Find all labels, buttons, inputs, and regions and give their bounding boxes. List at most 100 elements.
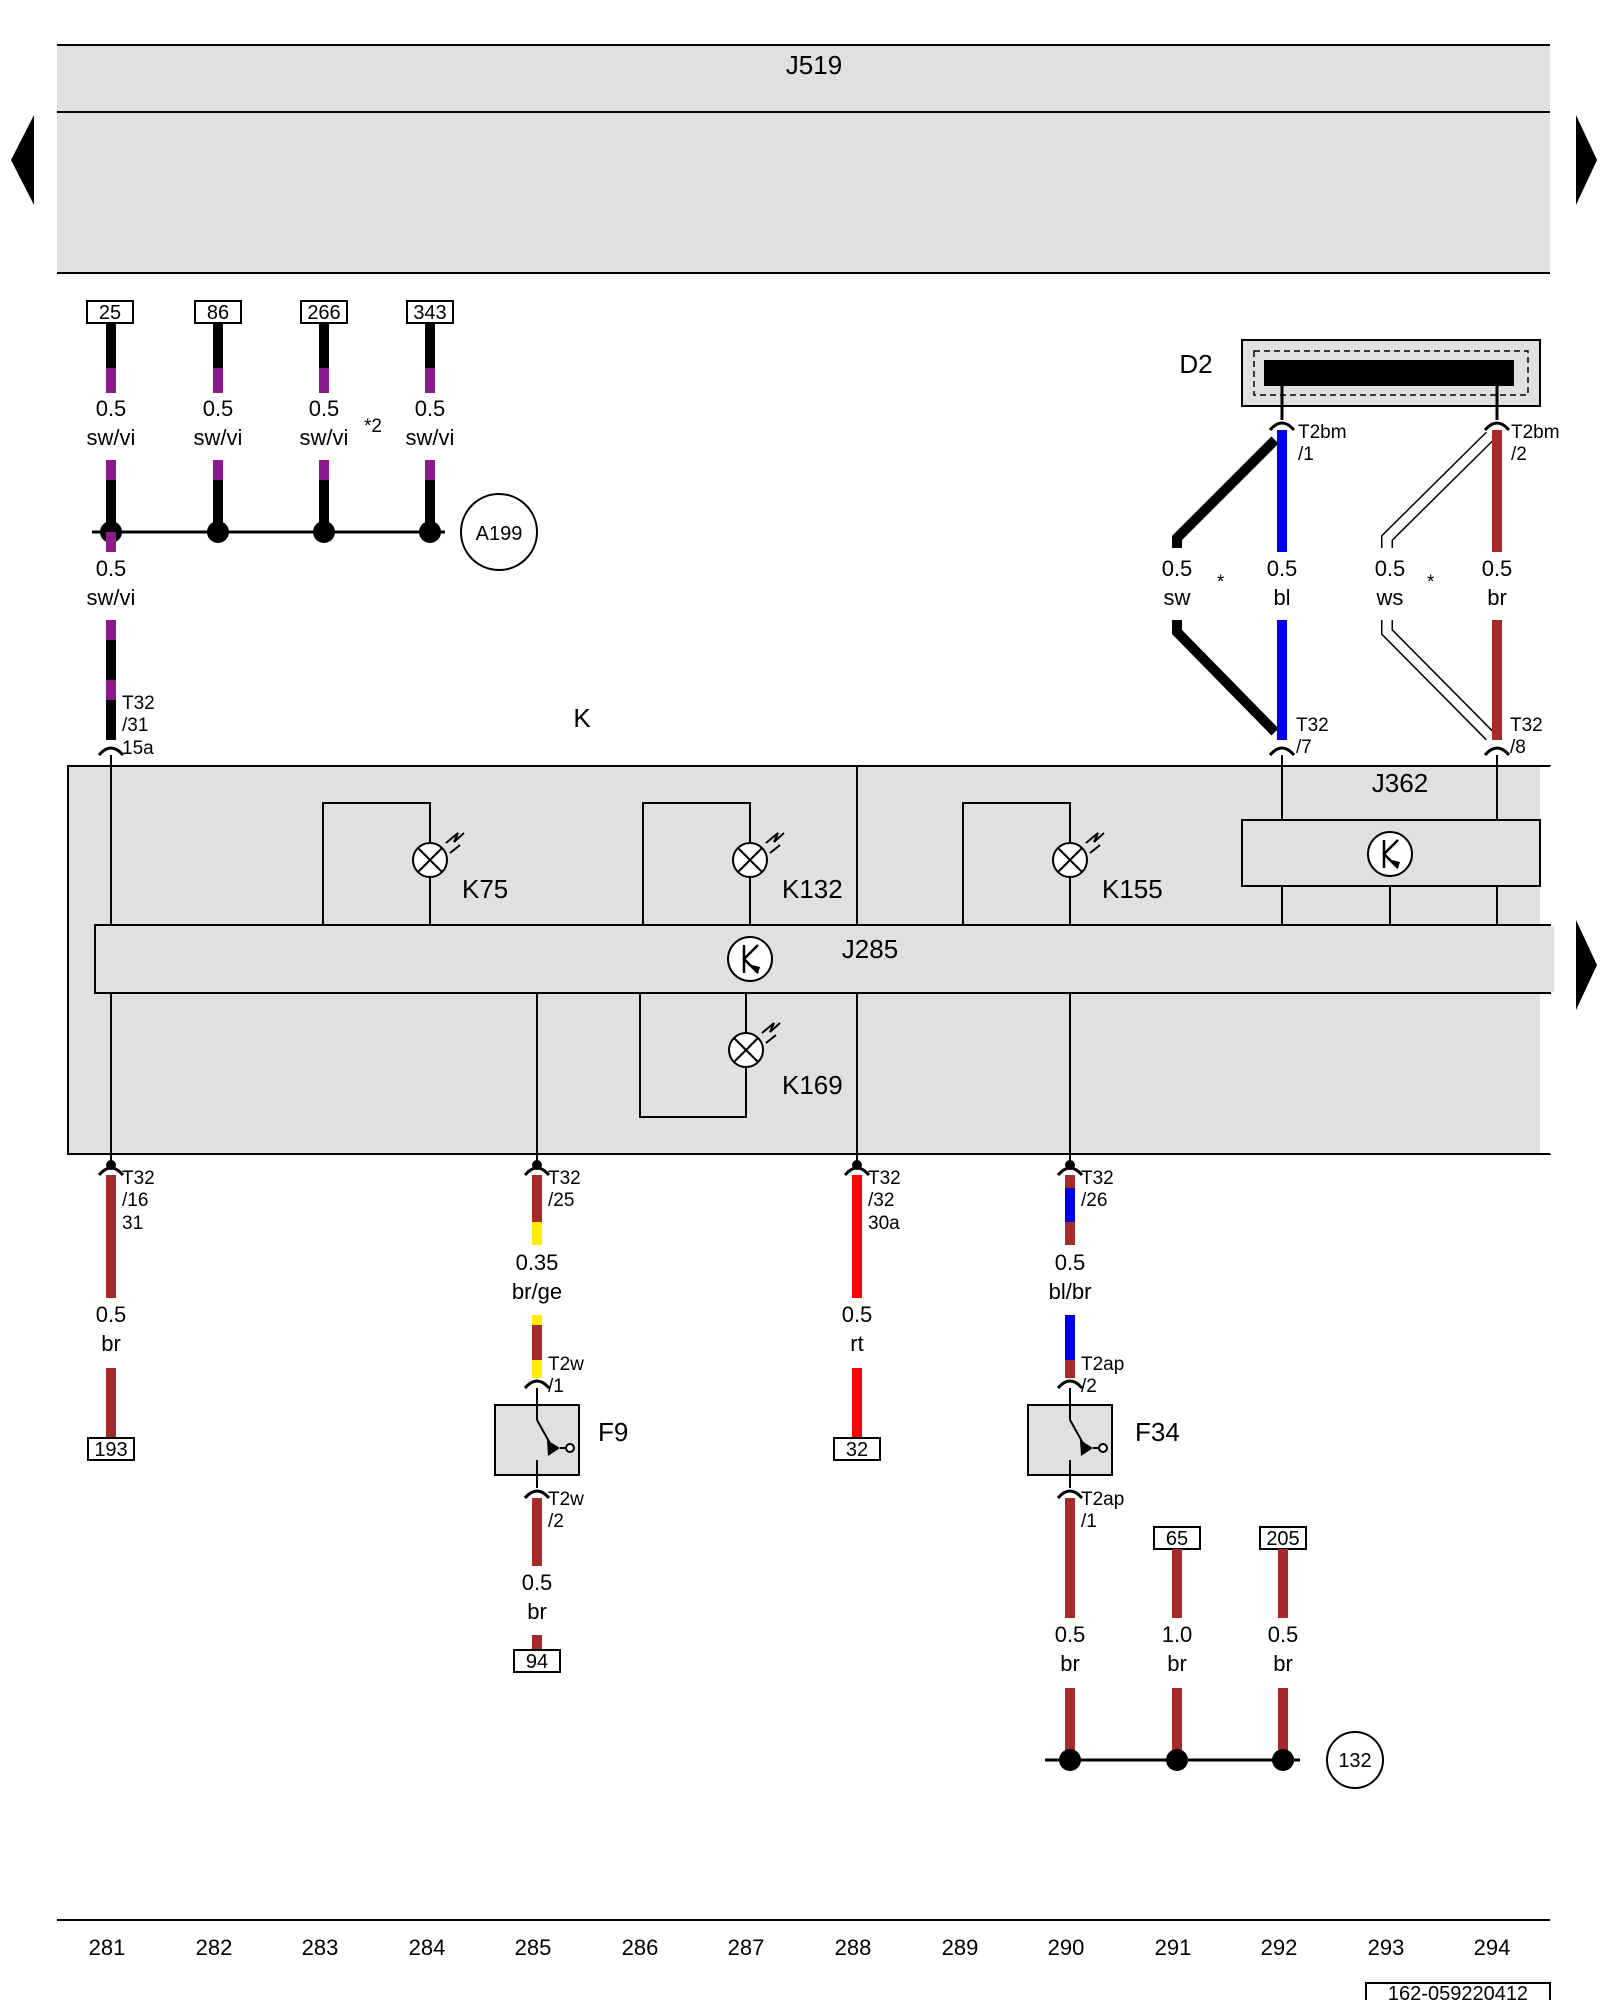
wire-292-color: br — [1273, 1651, 1293, 1676]
f34-switch — [1027, 1388, 1113, 1488]
t32-16-b: /16 — [122, 1190, 148, 1211]
t32-7-b: /7 — [1296, 737, 1312, 758]
wire-25-color: sw/vi — [87, 425, 136, 450]
grid-288: 288 — [835, 1935, 872, 1960]
wire-ws-size: 0.5 — [1375, 556, 1406, 581]
d2-label: D2 — [1179, 349, 1212, 379]
wire-292-size: 0.5 — [1268, 1622, 1299, 1647]
wire-bl-color: bl — [1273, 585, 1290, 610]
wire-25-size: 0.5 — [96, 396, 127, 421]
wire-290-size: 0.5 — [1055, 1622, 1086, 1647]
k75-bulb-icon — [412, 832, 465, 878]
j285-label: J285 — [842, 934, 898, 964]
k-internal-wiring — [110, 755, 1498, 1165]
grid-293: 293 — [1368, 1935, 1405, 1960]
t2bm2-b: /2 — [1511, 444, 1527, 465]
ground-point-132 — [1326, 1731, 1384, 1789]
wire-343-size: 0.5 — [415, 396, 446, 421]
grid-291: 291 — [1155, 1935, 1192, 1960]
f9-label: F9 — [598, 1417, 628, 1447]
t2w2-b: /2 — [548, 1511, 564, 1532]
k-label: K — [573, 703, 591, 733]
t2ap1-b: /1 — [1081, 1511, 1097, 1532]
wire-ws-color: ws — [1376, 585, 1404, 610]
j362-label: J362 — [1372, 768, 1428, 798]
wire-343-color: sw/vi — [406, 425, 455, 450]
wire-brtop-color: br — [1487, 585, 1507, 610]
grid-287: 287 — [728, 1935, 765, 1960]
grid-294: 294 — [1474, 1935, 1511, 1960]
wire-281-size: 0.5 — [96, 1302, 127, 1327]
page-left-arrow[interactable] — [11, 115, 34, 205]
wire-rt-color: rt — [850, 1331, 863, 1356]
ref-266: 266 — [307, 302, 340, 324]
grid-numbers: 281 282 283 284 285 286 287 288 289 290 … — [89, 1935, 1511, 1960]
wire-join-color: sw/vi — [87, 585, 136, 610]
grid-290: 290 — [1048, 1935, 1085, 1960]
wire-blbr-size: 0.5 — [1055, 1250, 1086, 1275]
j362-electronic-icon — [1367, 831, 1413, 877]
t32-16-a: T32 — [122, 1168, 155, 1189]
t32-16-c: 31 — [122, 1213, 143, 1234]
grid-292: 292 — [1261, 1935, 1298, 1960]
t2bm1-a: T2bm — [1298, 422, 1347, 443]
wire-sw-size: 0.5 — [1162, 556, 1193, 581]
wire-291-size: 1.0 — [1162, 1622, 1193, 1647]
page-right-arrow[interactable] — [1576, 115, 1597, 205]
t32-31-b: /31 — [122, 715, 148, 736]
t32-26-b: /26 — [1081, 1190, 1107, 1211]
note-2: *2 — [364, 416, 382, 437]
ref-32: 32 — [846, 1439, 868, 1461]
t32-32-a: T32 — [868, 1168, 901, 1189]
g132-label: 132 — [1338, 1750, 1371, 1772]
wire-285-color: br — [527, 1599, 547, 1624]
j285-display-unit — [94, 924, 1551, 994]
wire-285-size: 0.5 — [522, 1570, 553, 1595]
t32-31-a: T32 — [122, 693, 155, 714]
t32-32-c: 30a — [868, 1213, 900, 1234]
t32-31-c: 15a — [122, 738, 154, 759]
k155-bulb-icon — [1052, 832, 1105, 878]
ref-205: 205 — [1266, 1528, 1299, 1550]
grid-286: 286 — [622, 1935, 659, 1960]
t32-26-a: T32 — [1081, 1168, 1114, 1189]
t32-7-a: T32 — [1296, 715, 1329, 736]
page-right-arrow-2[interactable] — [1576, 920, 1597, 1010]
doc-number: 162-059220412 — [1388, 1983, 1528, 2000]
j519-label: J519 — [786, 50, 842, 80]
wire-290-color: br — [1060, 1651, 1080, 1676]
t2w1-a: T2w — [548, 1354, 584, 1375]
f34-label: F34 — [1135, 1417, 1180, 1447]
wire-brge-size: 0.35 — [516, 1250, 559, 1275]
grid-284: 284 — [409, 1935, 446, 1960]
note-star-sw: * — [1217, 572, 1225, 593]
j285-electronic-icon — [727, 936, 773, 982]
note-star-ws: * — [1427, 572, 1435, 593]
t2ap1-a: T2ap — [1081, 1489, 1124, 1510]
wire-sw-color: sw — [1164, 585, 1191, 610]
grid-282: 282 — [196, 1935, 233, 1960]
wire-brge-color: br/ge — [512, 1279, 562, 1304]
t32-8-b: /8 — [1510, 737, 1526, 758]
k132-bulb-icon — [732, 832, 785, 878]
wire-86-size: 0.5 — [203, 396, 234, 421]
j519-panel — [57, 45, 1550, 273]
wire-join-size: 0.5 — [96, 556, 127, 581]
a199-label: A199 — [476, 523, 523, 545]
t2ap2-a: T2ap — [1081, 1354, 1124, 1375]
t32-25-b: /25 — [548, 1190, 574, 1211]
wire-281-color: br — [101, 1331, 121, 1356]
wire-rt-size: 0.5 — [842, 1302, 873, 1327]
k75-label: K75 — [462, 874, 508, 904]
wire-86-color: sw/vi — [194, 425, 243, 450]
wire-ws — [1381, 431, 1495, 741]
wire-sw-shield — [1172, 436, 1279, 736]
wire-291-color: br — [1167, 1651, 1187, 1676]
ref-65: 65 — [1166, 1528, 1188, 1550]
t32-25-a: T32 — [548, 1168, 581, 1189]
k169-label: K169 — [782, 1070, 843, 1100]
d2-component — [1241, 339, 1541, 420]
wire-brtop-size: 0.5 — [1482, 556, 1513, 581]
upper-left-wires — [92, 323, 445, 740]
